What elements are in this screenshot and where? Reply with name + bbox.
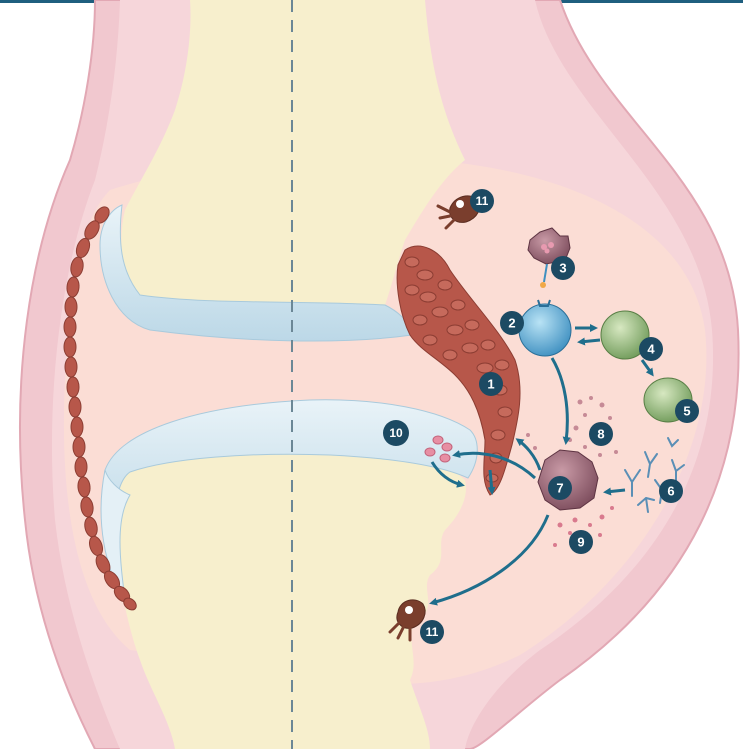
badge-5: 5 bbox=[675, 399, 699, 423]
svg-text:11: 11 bbox=[426, 625, 439, 639]
badge-4: 4 bbox=[639, 337, 663, 361]
svg-text:10: 10 bbox=[389, 426, 403, 440]
badge-9: 9 bbox=[569, 530, 593, 554]
badge-8: 8 bbox=[589, 422, 613, 446]
svg-text:8: 8 bbox=[597, 427, 604, 442]
badge-3: 3 bbox=[551, 256, 575, 280]
badge-11-bottom: 11 bbox=[420, 620, 444, 644]
svg-text:11: 11 bbox=[476, 194, 489, 208]
svg-text:7: 7 bbox=[556, 481, 563, 496]
badge-2: 2 bbox=[500, 311, 524, 335]
svg-text:5: 5 bbox=[683, 404, 690, 419]
svg-text:9: 9 bbox=[577, 535, 584, 550]
svg-text:6: 6 bbox=[667, 484, 674, 499]
badge-1: 1 bbox=[479, 372, 503, 396]
badge-10: 10 bbox=[383, 420, 409, 446]
badge-11-top: 11 bbox=[470, 189, 494, 213]
svg-text:2: 2 bbox=[508, 316, 515, 331]
svg-text:1: 1 bbox=[487, 377, 494, 392]
badge-6: 6 bbox=[659, 479, 683, 503]
badge-7: 7 bbox=[548, 476, 572, 500]
svg-text:4: 4 bbox=[647, 342, 655, 357]
svg-text:3: 3 bbox=[559, 261, 566, 276]
